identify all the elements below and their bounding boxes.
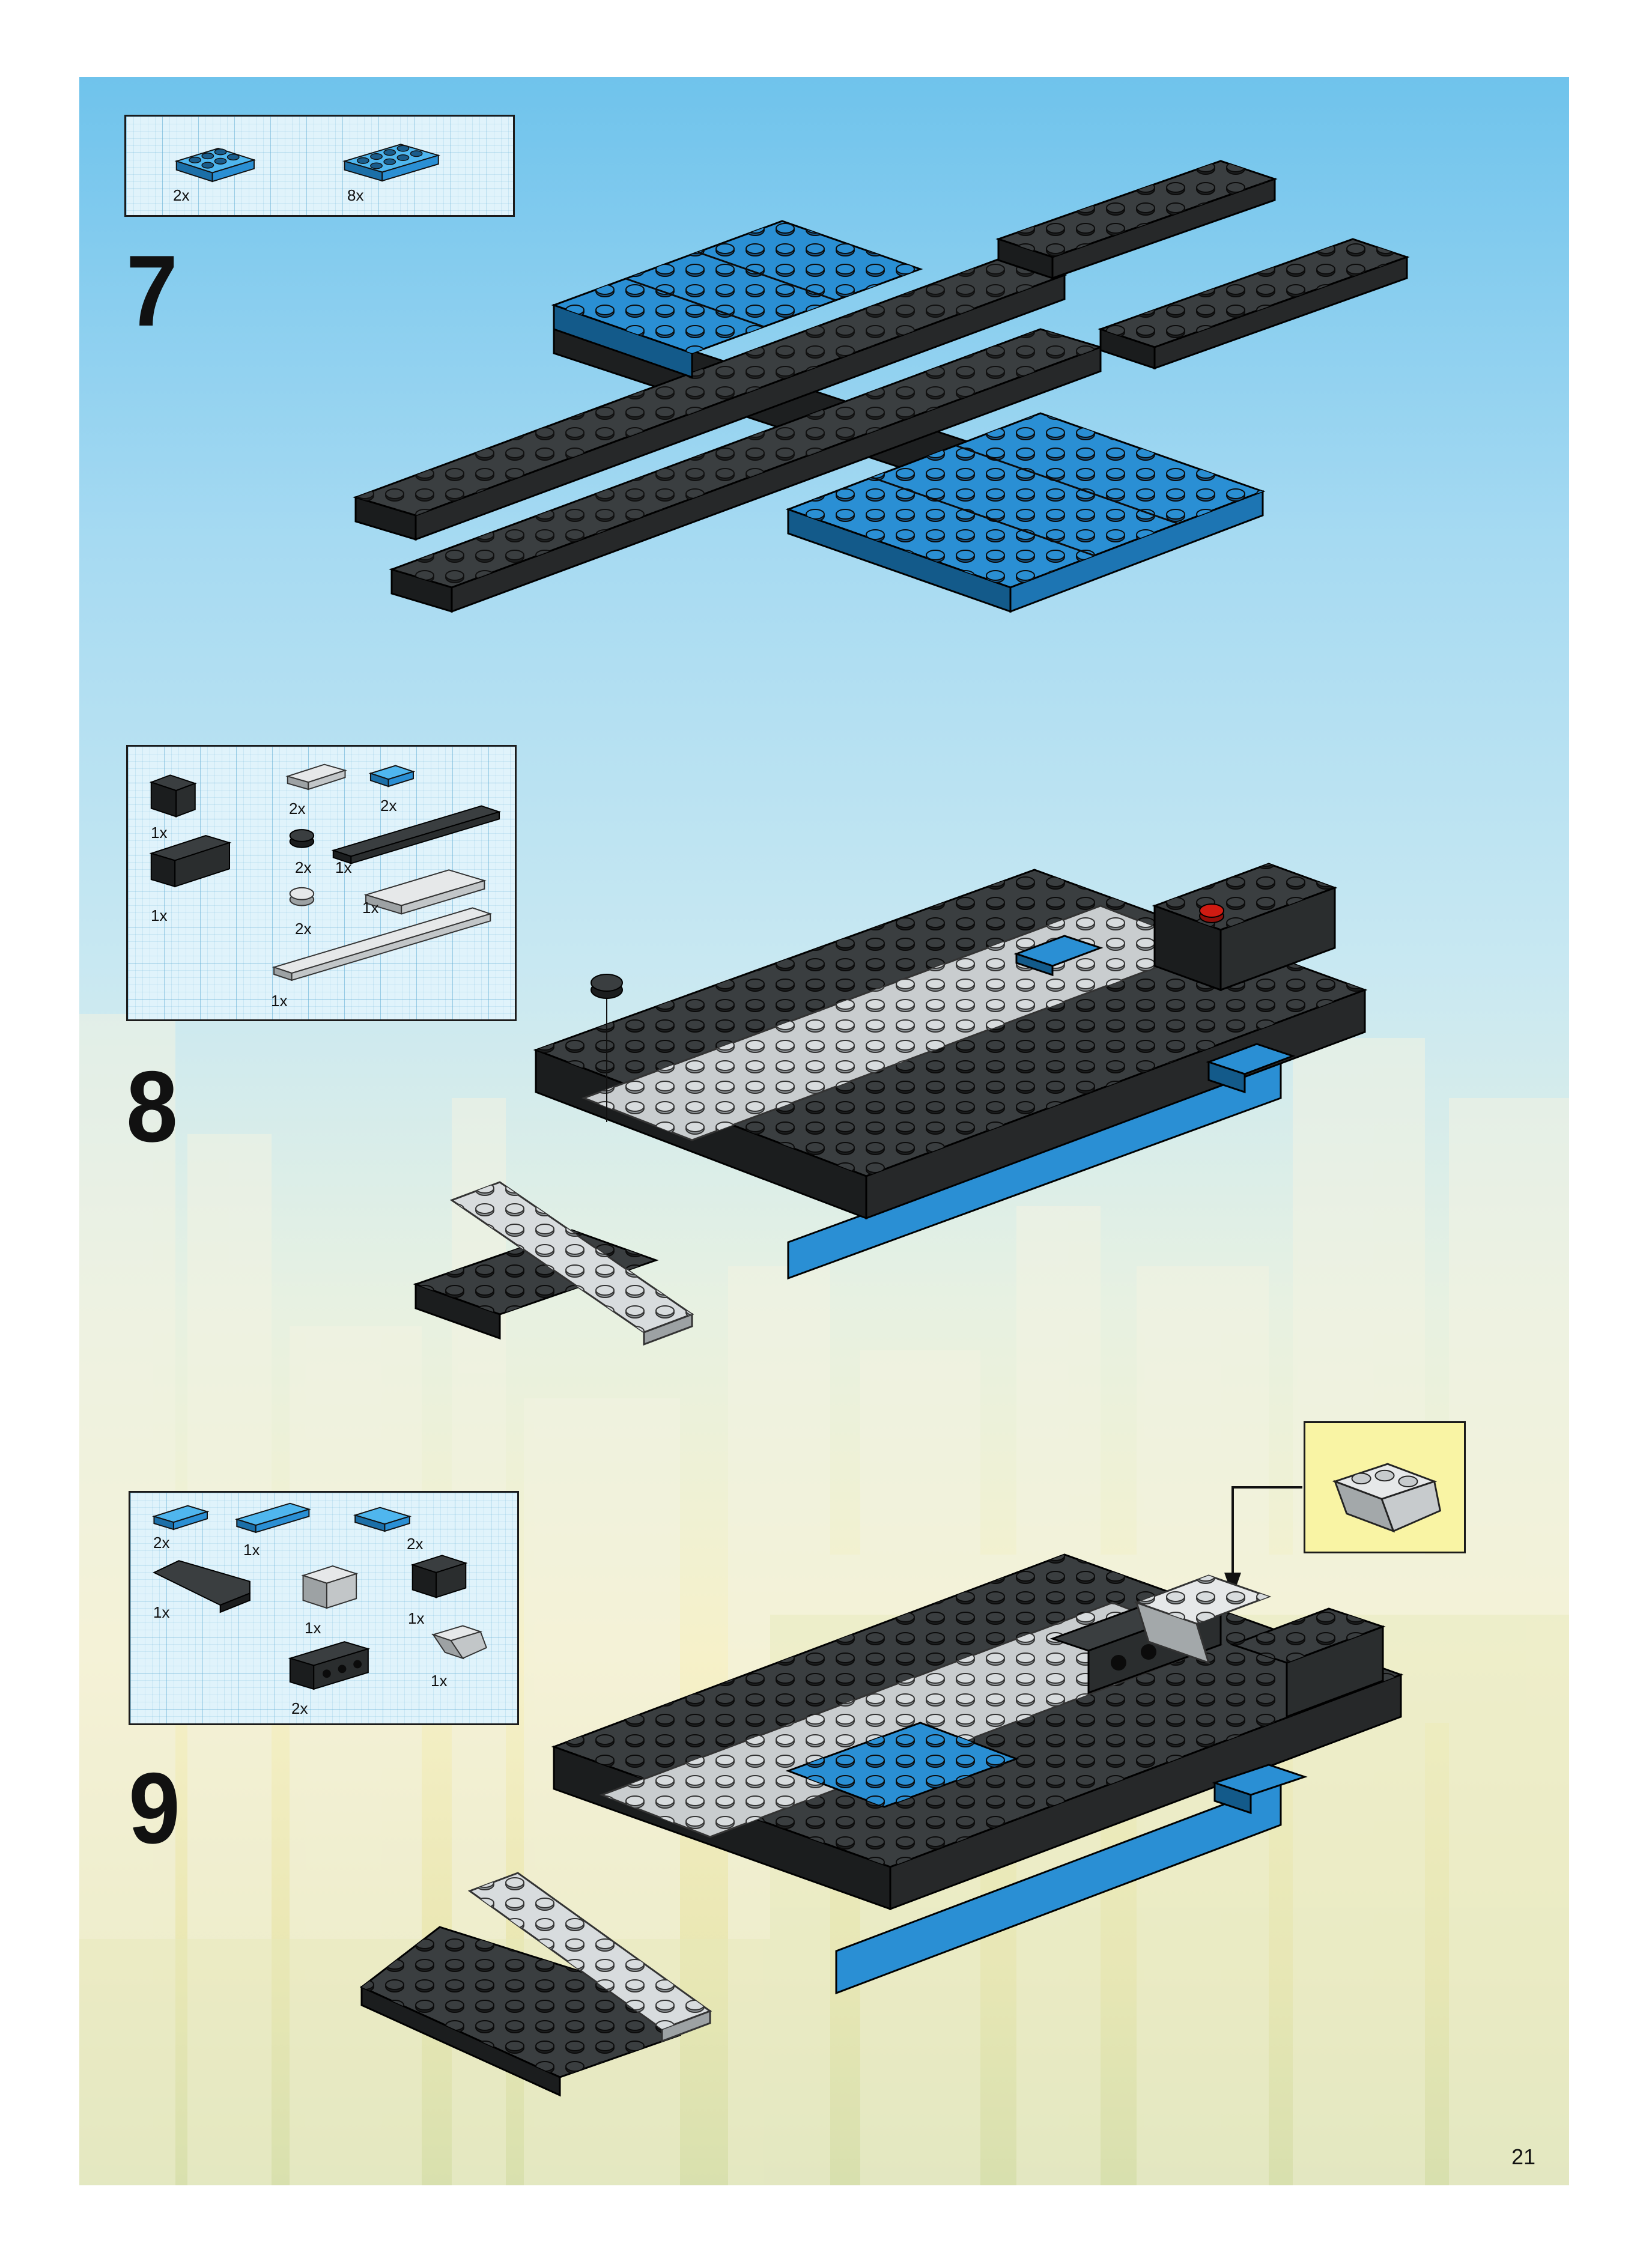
instruction-page: 2x 8x 7	[79, 77, 1569, 2185]
step-9-assembly	[79, 77, 1569, 2185]
page-number: 21	[1511, 2144, 1535, 2170]
black-wing-plate	[362, 1927, 680, 2095]
callout-arrow	[1224, 1487, 1302, 1597]
